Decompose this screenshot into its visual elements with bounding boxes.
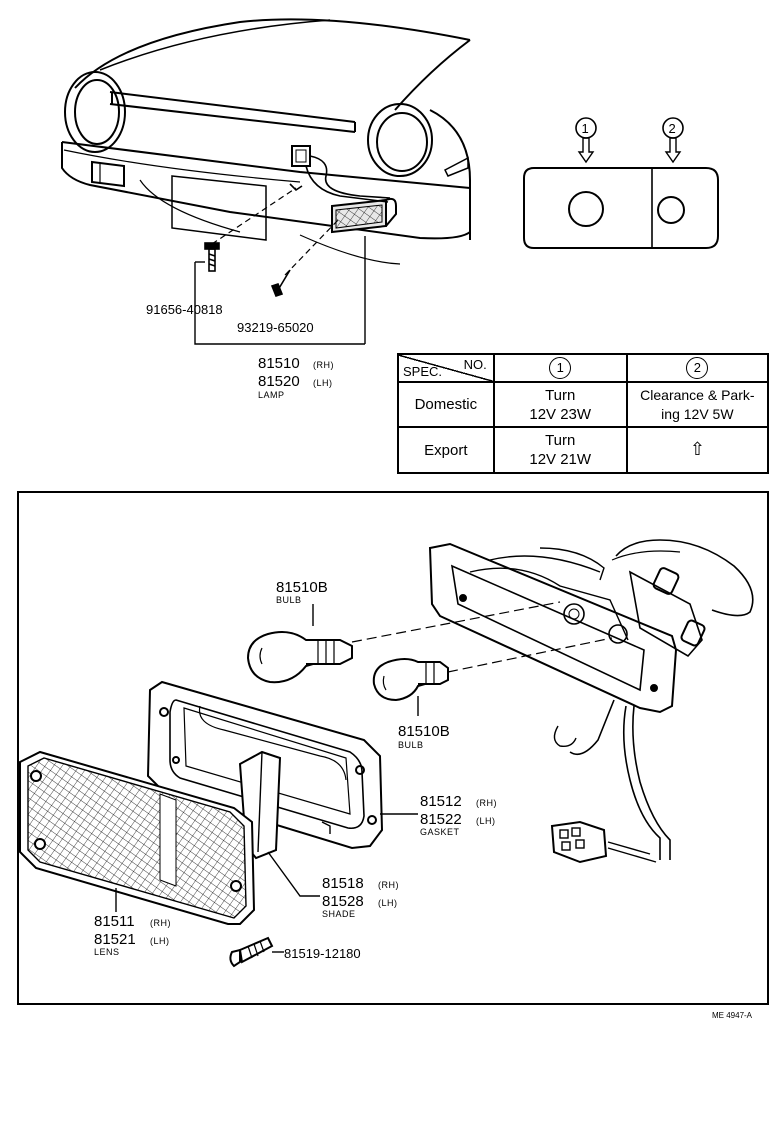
lamp-housing [428, 539, 754, 714]
marker-2-circle [662, 117, 684, 139]
callout-gasket-rh: 81512 [420, 793, 462, 810]
callout-bulb-bottom: 81510B [398, 723, 450, 740]
installed-lamp [331, 197, 397, 234]
same-as-above-arrow-icon: ⇧ [689, 439, 705, 459]
callout-lens-lh: 81521 [94, 931, 136, 948]
callout-lens-lh-suffix: (LH) [150, 936, 170, 946]
spec-table-header-corner: NO. SPEC. [397, 353, 495, 383]
callout-lens-rh-suffix: (RH) [150, 918, 171, 928]
marker-1: 1 [582, 121, 589, 136]
callout-lamp-rh-suffix: (RH) [313, 360, 334, 370]
lamp-face-view [523, 117, 719, 249]
callout-gasket-lh-suffix: (LH) [476, 816, 496, 826]
leader-lines [115, 604, 419, 953]
wiring-harness [289, 145, 391, 203]
callout-bulb-bottom-label: BULB [398, 740, 424, 750]
callout-lens-rh: 81511 [94, 913, 135, 930]
connector-icon [550, 820, 608, 864]
callout-lens-label: LENS [94, 947, 120, 957]
callout-shade-rh: 81518 [322, 875, 364, 892]
callout-shade-lh: 81528 [322, 893, 364, 910]
callout-shade-rh-suffix: (RH) [378, 880, 399, 890]
marker-2: 2 [669, 121, 676, 136]
bulb-small-leader [447, 637, 613, 673]
spec-table-col2-header: 2 [625, 353, 770, 383]
pigtail-wires [553, 699, 671, 863]
cell-export-2: ⇧ [625, 426, 770, 474]
marker-1-circle [575, 117, 597, 139]
header-no: NO. [463, 357, 487, 372]
bulb-large-leader [351, 601, 561, 643]
screw-icon [270, 217, 366, 344]
callout-lamp-lh: 81520 [258, 373, 300, 390]
callout-lamp-label: LAMP [258, 390, 285, 400]
callout-bulb-top-label: BULB [276, 595, 302, 605]
row-label-domestic: Domestic [397, 381, 495, 428]
cell-domestic-2: Clearance & Park-ing 12V 5W [625, 381, 770, 428]
bolt-icon [194, 187, 365, 345]
car-front-illustration [61, 18, 471, 265]
spec-table-col1-header: 1 [492, 353, 628, 383]
callout-screw-bottom: 81519-12180 [284, 946, 361, 961]
row-label-export: Export [397, 426, 495, 474]
lens-screw-icon [229, 936, 274, 968]
callout-lamp-lh-suffix: (LH) [313, 378, 333, 388]
bulb-large-icon [246, 631, 353, 684]
callout-screw-top: 93219-65020 [237, 320, 314, 335]
callout-shade-label: SHADE [322, 909, 356, 919]
header-spec: SPEC. [403, 364, 443, 379]
circled-1: 1 [549, 357, 572, 379]
callout-shade-lh-suffix: (LH) [378, 898, 398, 908]
callout-lamp-rh: 81510 [258, 355, 300, 372]
bulb-small-icon [372, 658, 449, 702]
callout-bulb-top: 81510B [276, 579, 328, 596]
lens-icon [19, 750, 256, 925]
callout-gasket-rh-suffix: (RH) [476, 798, 497, 808]
exploded-view-frame [17, 491, 769, 1005]
callout-gasket-lh: 81522 [420, 811, 462, 828]
callout-bolt: 91656-40818 [146, 302, 223, 317]
callout-gasket-label: GASKET [420, 827, 460, 837]
circled-2: 2 [686, 357, 709, 379]
drawing-code: ME 4947-A [712, 1011, 753, 1020]
gasket-icon [146, 680, 384, 850]
